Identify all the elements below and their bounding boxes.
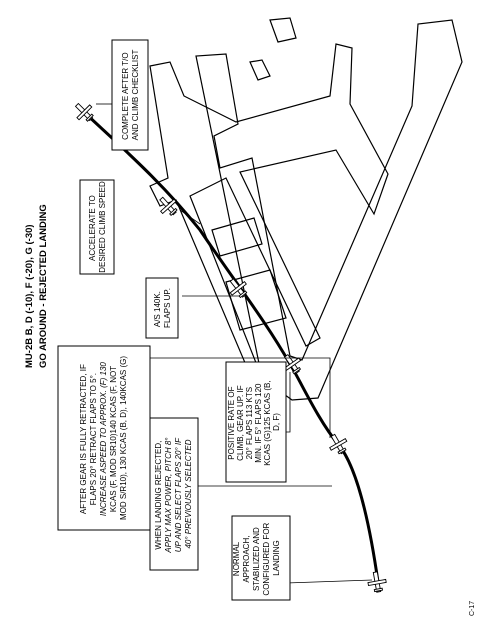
runway-layout (149, 17, 463, 401)
runway-outline (195, 19, 463, 401)
header-subtitle: GO AROUND - REJECTED LANDING (38, 204, 49, 368)
callout-rejected: WHEN LANDING REJECTED, APPLY MAX POWER, … (154, 435, 193, 553)
aircraft-icon (283, 354, 302, 375)
aircraft-icon (329, 433, 348, 455)
callout-accelerate-box (79, 179, 115, 275)
aircraft-icon (229, 278, 248, 299)
aircraft-icon (74, 102, 94, 122)
callout-gear: AFTER GEAR IS FULLY RETRACTED, IF FLAPS … (79, 356, 128, 520)
header-title: MU-2B B, D (-10), F (-20), G (-30) (24, 224, 35, 368)
callout-as140: A/S 140K. FLAPS UP. (153, 288, 172, 328)
taxiway-block-1 (225, 269, 287, 331)
callout-accelerate: ACCELERATE TO DESIRED CLIMB SPEED (88, 181, 107, 273)
page-number: C-17 (469, 601, 476, 616)
callout-complete: COMPLETE AFTER T/O AND CLIMB CHECKLIST (121, 50, 140, 141)
callout-boxes (57, 39, 291, 601)
leader-lines (96, 103, 373, 585)
callout-gear-box (57, 345, 151, 531)
taxiway-block-4 (269, 17, 297, 43)
aircraft-icon (367, 571, 387, 593)
taxiway-block-3 (249, 59, 271, 81)
callout-as140-box (145, 277, 179, 339)
taxiway-block-2 (211, 217, 263, 257)
aircraft-icon (159, 196, 178, 217)
callout-approach: NORMAL APPROACH, STABILIZED AND CONFIGUR… (232, 520, 281, 595)
callout-complete-box (111, 39, 149, 151)
callout-positive: POSITIVE RATE OF CLIMB, GEAR UP. IF 20° … (227, 378, 281, 466)
callout-approach-box (231, 515, 291, 601)
callout-positive-box (225, 361, 287, 483)
